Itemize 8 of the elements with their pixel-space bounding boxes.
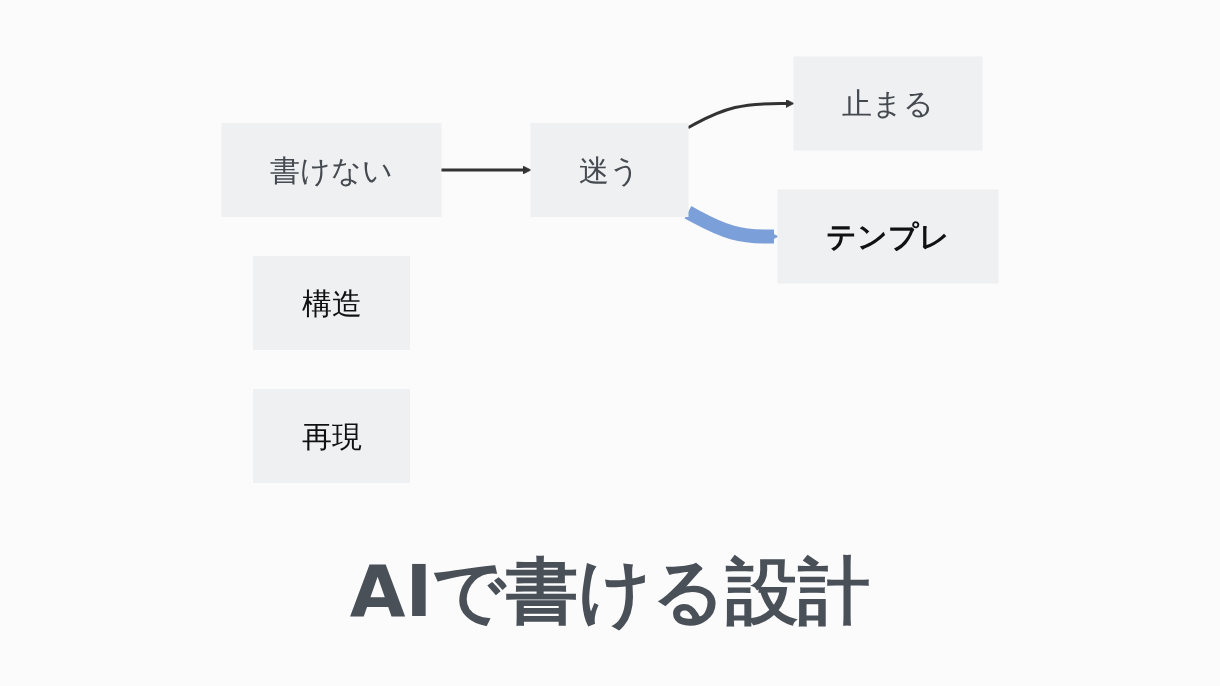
node-box: 書けない [221, 123, 442, 218]
arrow [684, 206, 779, 244]
arrow [687, 99, 795, 130]
caption: AIで書ける設計 [349, 548, 871, 635]
node-box: 迷う [530, 123, 689, 218]
arrow [441, 165, 532, 175]
node-box: テンプレ [777, 189, 999, 284]
node-box: 止まる [793, 56, 983, 151]
